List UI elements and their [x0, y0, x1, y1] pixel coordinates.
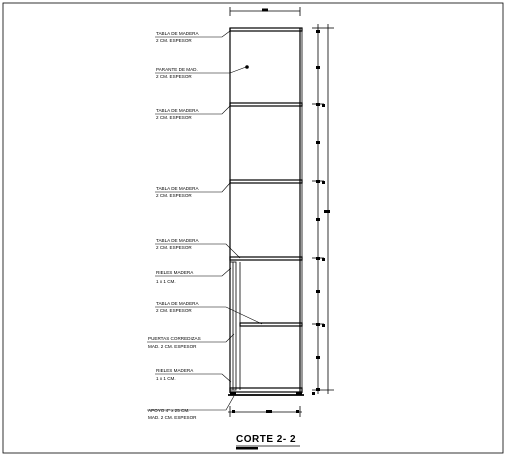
label-tabla-5-line1: TABLA DE MADERA	[156, 301, 199, 306]
cabinet-body	[228, 27, 304, 396]
label-parante-line1: PARANTE DE MAD.	[156, 67, 198, 72]
label-tabla-3-line2: 2 CM. ESPESOR	[156, 193, 192, 198]
title-scale-bar	[236, 447, 258, 450]
label-rieles-2-line1: RIELES MADERA	[156, 368, 194, 373]
label-tabla-5-line2: 2 CM. ESPESOR	[156, 308, 192, 313]
shelf-4	[239, 322, 303, 327]
label-puertas-line1: PUERTAS CORREDIZAS	[148, 336, 201, 341]
drawing-title-block: CORTE 2- 2	[236, 434, 300, 450]
label-puertas-line2: MAD. 2 CM. ESPESOR	[148, 344, 197, 349]
bottom-dimension	[228, 406, 302, 417]
label-rieles-2-line2: 1 x 1 CM.	[156, 376, 176, 381]
label-tabla-4-line2: 2 CM. ESPESOR	[156, 245, 192, 250]
shelf-2	[229, 179, 303, 184]
sheet-border	[2, 2, 504, 454]
label-tabla-1-line1: TABLA DE MADERA	[156, 31, 199, 36]
dimension-tag	[262, 8, 268, 12]
top-dimension	[229, 7, 301, 16]
right-dimensions	[312, 24, 334, 395]
shelf-3	[229, 256, 303, 261]
label-apoyo-line1: APOYO 4" x 25 CM.	[148, 408, 189, 413]
label-rieles-1-line2: 1 x 1 CM.	[156, 279, 176, 284]
bottom-board	[229, 387, 303, 393]
shelf-1	[229, 102, 303, 107]
leader-lines	[147, 30, 263, 411]
annotation-labels: TABLA DE MADERA 2 CM. ESPESOR PARANTE DE…	[148, 31, 201, 420]
label-tabla-2-line2: 2 CM. ESPESOR	[156, 115, 192, 120]
label-tabla-4-line1: TABLA DE MADERA	[156, 238, 199, 243]
label-tabla-3-line1: TABLA DE MADERA	[156, 186, 199, 191]
label-tabla-2-line1: TABLA DE MADERA	[156, 108, 199, 113]
drawing-title: CORTE 2- 2	[236, 434, 296, 445]
label-apoyo-line2: MAD. 2 CM. ESPESOR	[148, 415, 197, 420]
label-tabla-1-line2: 2 CM. ESPESOR	[156, 38, 192, 43]
label-rieles-1-line1: RIELES MADERA	[156, 270, 194, 275]
label-parante-line2: 2 CM. ESPESOR	[156, 74, 192, 79]
